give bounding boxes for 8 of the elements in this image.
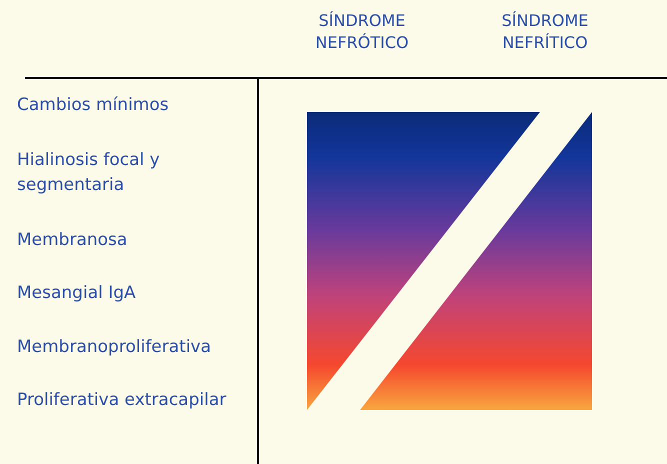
row-label: Proliferativa extracapilar [17,389,228,412]
row-label: Mesangial IgA [17,282,137,305]
row-label: Hialinosis focal y segmentaria [17,149,161,197]
column-header: SÍNDROME NEFRÓTICO [314,10,410,54]
row-label: Membranosa [17,229,128,252]
row-label: Cambios mínimos [17,94,170,117]
row-label: Membranoproliferativa [17,336,212,359]
column-header: SÍNDROME NEFRÍTICO [500,10,590,54]
